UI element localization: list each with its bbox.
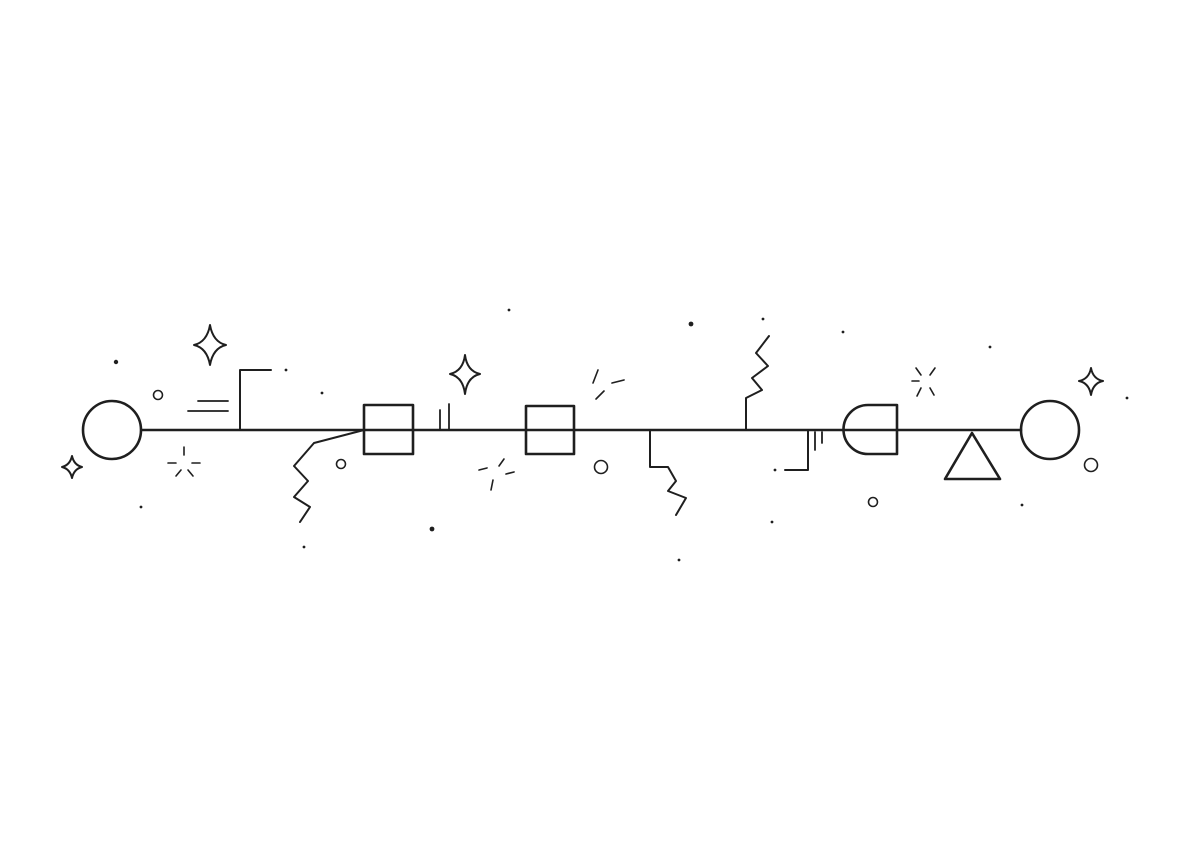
- start-node: [81, 399, 143, 461]
- gate-node: [842, 403, 899, 456]
- end-node: [1019, 399, 1081, 461]
- right-zigzag-branch: [745, 335, 770, 431]
- box-node-2: [524, 404, 576, 456]
- sparkle-icon: [61, 455, 83, 479]
- left-flag-branch: [239, 369, 272, 431]
- sparkle-icon: [193, 324, 227, 366]
- sparkle-icon: [1078, 367, 1104, 396]
- right-bracket-branch: [784, 429, 809, 471]
- tick-marks-left: [439, 403, 450, 431]
- burst-icon: [478, 458, 515, 491]
- burst-icon: [167, 446, 201, 477]
- sparkle-icon: [449, 354, 481, 395]
- left-zigzag-branch: [293, 429, 365, 523]
- dots: [113, 308, 1129, 562]
- speed-lines: [187, 400, 229, 412]
- warning-triangle: [943, 431, 1002, 481]
- burst-icon: [592, 369, 625, 400]
- burst-icon: [911, 367, 936, 397]
- middle-zigzag-branch: [649, 429, 687, 516]
- rings: [152, 389, 1099, 508]
- tick-marks-right: [814, 431, 823, 451]
